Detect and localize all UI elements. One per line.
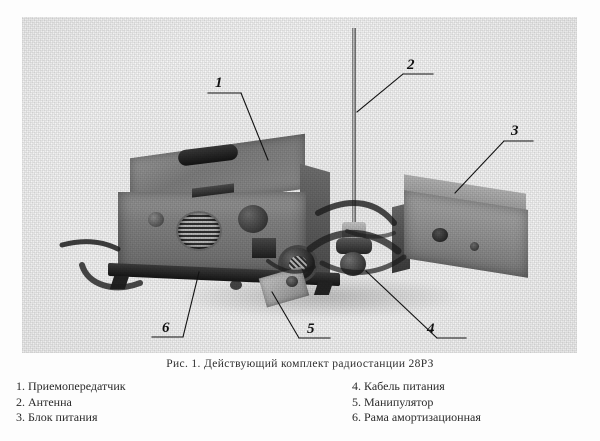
legend-item: 6.Рама амортизационная (352, 410, 481, 426)
legend-item: 4.Кабель питания (352, 379, 481, 395)
speaker-grille (176, 211, 222, 251)
callout-number-1: 1 (215, 75, 223, 91)
morse-key-knob (286, 276, 298, 287)
legend-column-right: 4.Кабель питания 5.Манипулятор 6.Рама ам… (352, 379, 481, 426)
legend-item-text: Манипулятор (364, 394, 434, 409)
legend-item-number: 5. (352, 394, 361, 409)
transceiver-knob-left (148, 212, 164, 227)
callout-number-3: 3 (511, 123, 519, 139)
legend-item-text: Приемопередатчик (28, 379, 126, 393)
power-supply-port (432, 228, 448, 242)
callout-number-4: 4 (427, 321, 435, 337)
cable-connector-small (340, 252, 366, 276)
legend-item: 1.Приемопередатчик (16, 379, 126, 395)
legend-item-text: Блок питания (28, 410, 98, 424)
figure-caption: Рис. 1. Действующий комплект радиостанци… (166, 358, 434, 370)
power-supply-screw (470, 242, 479, 251)
legend-item-number: 6. (352, 410, 361, 424)
legend-column-left: 1.Приемопередатчик 2.Антенна 3.Блок пита… (16, 379, 126, 426)
legend-item-number: 2. (16, 394, 25, 409)
antenna-mast (352, 28, 356, 224)
legend-item: 2.Антенна (16, 395, 126, 411)
legend-item-number: 4. (352, 379, 361, 393)
legend-item: 3.Блок питания (16, 410, 126, 426)
transceiver-switch-block (252, 238, 276, 258)
legend-item-number: 1. (16, 379, 25, 393)
callout-number-2: 2 (407, 57, 415, 73)
legend-item: 5.Манипулятор (352, 395, 481, 411)
legend-item-text: Кабель питания (364, 379, 445, 393)
callout-number-5: 5 (307, 321, 315, 337)
transceiver-knob-right (238, 205, 268, 233)
figure-photograph (22, 17, 577, 353)
callout-number-6: 6 (162, 320, 170, 336)
legend-item-number: 3. (16, 410, 25, 424)
legend-item-text: Антенна (28, 394, 72, 409)
figure-legend: 1.Приемопередатчик 2.Антенна 3.Блок пита… (0, 379, 600, 437)
legend-item-text: Рама амортизационная (364, 410, 481, 424)
